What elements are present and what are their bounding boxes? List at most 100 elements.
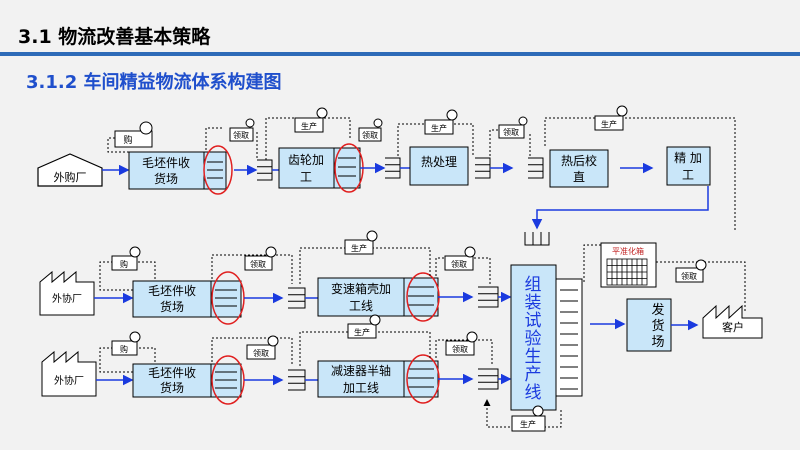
info-loop	[435, 339, 493, 366]
kanban-production: 生产	[511, 405, 546, 432]
svg-text:领取: 领取	[681, 271, 697, 281]
gearbox-housing-line: 变速箱壳加 工线	[317, 277, 405, 317]
heijunka-label: 平准化箱	[612, 246, 644, 256]
info-loop	[211, 337, 293, 366]
svg-text:购: 购	[120, 344, 128, 354]
blank-yard-3: 毛坯件收 货场	[132, 363, 212, 398]
highlight-circle	[203, 145, 233, 195]
info-loop	[544, 117, 736, 230]
kanban-purchase: 购	[111, 331, 141, 356]
kanban-withdrawal: 领取	[358, 118, 383, 142]
hot-straightening-line1: 热后校	[561, 153, 597, 168]
svg-text:领取: 领取	[253, 348, 269, 358]
blank-yard-1: 毛坯件收 货场	[128, 151, 205, 190]
svg-text:生产: 生产	[301, 121, 317, 131]
svg-text:领取: 领取	[451, 259, 467, 269]
info-loop	[205, 127, 222, 150]
svg-text:购: 购	[123, 134, 132, 146]
info-loop	[99, 261, 133, 291]
supplier-outsource-1: 外协厂	[39, 270, 95, 316]
svg-text:货场: 货场	[160, 380, 184, 395]
title-divider	[0, 52, 800, 56]
svg-text:生产: 生产	[354, 327, 370, 337]
kanban-purchase: 购	[111, 246, 141, 271]
kanban-withdrawal: 领取	[675, 259, 707, 283]
assembly-line: 组装试验生产线	[510, 264, 557, 411]
svg-text:加工线: 加工线	[343, 381, 379, 395]
svg-text:场: 场	[651, 335, 664, 350]
gear-machining: 齿轮加 工	[278, 147, 335, 189]
kanban-withdrawal: 领取	[498, 116, 528, 139]
shipping-yard: 发 货 场	[626, 298, 672, 352]
flow-arrow-to-assembly	[531, 186, 709, 230]
svg-text:领取: 领取	[452, 344, 468, 354]
supplier-purchase: 外购厂	[37, 153, 103, 187]
blank-yard-1-line1: 毛坯件收	[142, 156, 190, 170]
svg-text:货: 货	[651, 318, 664, 334]
finishing-line2: 工	[682, 168, 694, 182]
heat-treatment: 热处理	[409, 146, 469, 186]
svg-text:生产: 生产	[431, 123, 447, 133]
gear-machining-line2: 工	[300, 170, 312, 184]
svg-text:购: 购	[120, 259, 128, 269]
kanban-purchase: 购	[114, 121, 153, 148]
svg-text:领取: 领取	[250, 259, 266, 269]
hot-straightening-line2: 直	[573, 170, 585, 184]
supermarket-rack	[257, 159, 273, 181]
blank-yard-2: 毛坯件收 货场	[132, 280, 212, 318]
info-loop	[656, 261, 746, 312]
gear-machining-line1: 齿轮加	[288, 153, 324, 167]
svg-text:外协厂: 外协厂	[52, 292, 82, 305]
svg-text:领取: 领取	[503, 127, 519, 137]
svg-text:发: 发	[651, 302, 664, 318]
info-loop	[99, 347, 133, 373]
assembly-stock-rack	[555, 278, 583, 397]
kanban-production: 生产	[344, 230, 378, 255]
kanban-withdrawal: 领取	[244, 246, 277, 271]
svg-text:外协厂: 外协厂	[54, 374, 84, 387]
hot-straightening: 热后校 直	[549, 149, 609, 188]
svg-text:生产: 生产	[351, 243, 367, 253]
supermarket-rack	[478, 286, 499, 308]
svg-text:生产: 生产	[601, 119, 617, 129]
svg-text:货场: 货场	[160, 299, 184, 314]
supplier-outsource-2: 外协厂	[41, 350, 97, 397]
info-loop	[299, 331, 431, 366]
reducer-shaft-line: 减速器半轴 加工线	[317, 360, 405, 398]
supermarket-rack	[524, 232, 550, 246]
svg-text:领取: 领取	[362, 130, 378, 140]
kanban-production: 生产	[594, 105, 628, 131]
heijunka-box: 平准化箱	[600, 242, 657, 288]
info-loop	[583, 244, 601, 282]
svg-text:减速器半轴: 减速器半轴	[331, 363, 391, 378]
kanban-production: 生产	[294, 107, 328, 133]
kanban-production: 生产	[424, 109, 458, 135]
supplier-purchase-label: 外购厂	[54, 170, 87, 184]
svg-text:生产: 生产	[520, 419, 536, 429]
kanban-production: 生产	[347, 314, 381, 339]
svg-text:毛坯件收: 毛坯件收	[148, 366, 196, 380]
heat-treatment-label: 热处理	[421, 155, 457, 169]
kanban-withdrawal: 领取	[445, 331, 478, 356]
page-title: 3.1 物流改善基本策略	[18, 26, 211, 48]
svg-text:毛坯件收: 毛坯件收	[148, 284, 196, 298]
kanban-withdrawal: 领取	[444, 246, 476, 271]
supermarket-rack	[385, 157, 401, 179]
svg-text:工线: 工线	[349, 299, 373, 313]
supermarket-rack	[528, 157, 544, 179]
stock-buffer	[210, 363, 242, 398]
finishing: 精 加 工	[666, 146, 711, 186]
stock-buffer	[210, 280, 242, 318]
page-subtitle: 3.1.2 车间精益物流体系构建图	[26, 72, 282, 93]
supermarket-rack	[478, 368, 499, 390]
supermarket-rack	[475, 157, 491, 179]
stock-buffer	[203, 151, 227, 190]
svg-text:领取: 领取	[233, 130, 249, 140]
kanban-withdrawal: 领取	[246, 335, 279, 360]
finishing-line1: 精 加	[674, 151, 702, 165]
assembly-line-label: 组装试验生产线	[525, 275, 542, 403]
blank-yard-1-line2: 货场	[154, 171, 178, 186]
supermarket-rack	[288, 287, 306, 309]
svg-text:变速箱壳加: 变速箱壳加	[331, 281, 391, 296]
